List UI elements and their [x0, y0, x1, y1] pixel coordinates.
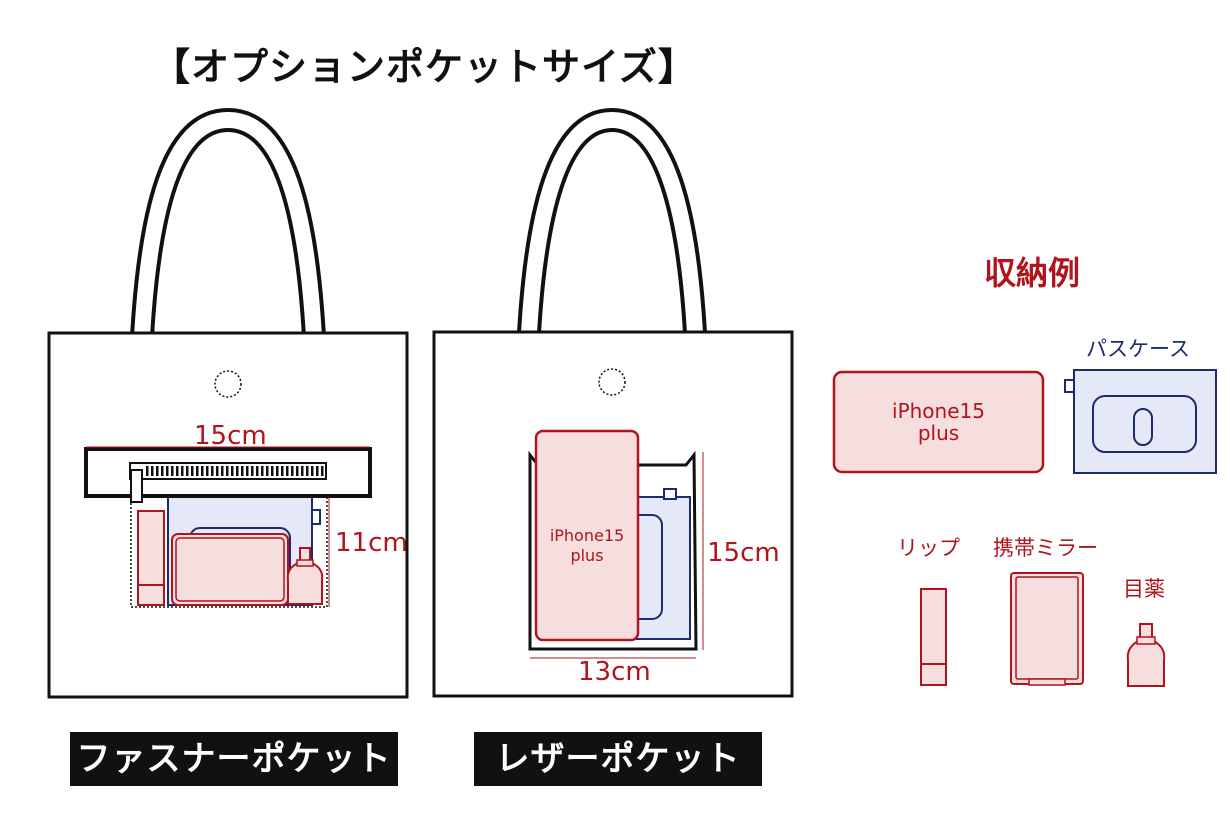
- zipper-tooth: [201, 466, 204, 476]
- middle-bag-snap: [598, 368, 626, 396]
- zipper-tooth: [196, 466, 199, 476]
- zipper-tooth: [171, 466, 174, 476]
- zipper-tooth: [231, 466, 234, 476]
- zipper-tooth: [211, 466, 214, 476]
- example-iphone-label: iPhone15 plus: [834, 400, 1043, 444]
- leather-pocket-phone: [534, 429, 640, 642]
- pocket-eye-drops: [286, 547, 324, 605]
- zipper-tooth: [186, 466, 189, 476]
- zipper-tooth: [151, 466, 154, 476]
- zipper-tooth: [156, 466, 159, 476]
- zipper-tooth: [206, 466, 209, 476]
- leather-phone-label: iPhone15 plus: [536, 526, 638, 566]
- fastener-height-label: 11cm: [335, 528, 408, 558]
- page-title: 【オプションポケットサイズ】: [152, 45, 697, 89]
- zipper-tooth: [176, 466, 179, 476]
- example-iphone-label-line2: plus: [917, 421, 960, 445]
- zipper-tooth: [306, 466, 309, 476]
- zipper-tooth: [276, 466, 279, 476]
- zipper-tooth: [271, 466, 274, 476]
- pocket-phone: [171, 533, 289, 606]
- zipper-tooth: [256, 466, 259, 476]
- zipper-tooth: [281, 466, 284, 476]
- leather-pocket-caption: レザーポケット: [474, 732, 762, 786]
- example-lip-label: リップ: [897, 536, 960, 560]
- example-eye-drops: [1126, 623, 1166, 687]
- leather-height-label: 15cm: [707, 538, 780, 568]
- example-pass-case-label: パスケース: [1086, 337, 1190, 361]
- zipper-tooth: [246, 466, 249, 476]
- zipper-tooth: [191, 466, 194, 476]
- leather-bag-illustration: [432, 107, 794, 698]
- fastener-width-label: 15cm: [194, 421, 267, 451]
- zipper-tooth: [296, 466, 299, 476]
- example-mirror: [1010, 572, 1084, 685]
- zipper-tooth: [291, 466, 294, 476]
- zipper-tooth: [146, 466, 149, 476]
- zipper-pull: [130, 469, 143, 503]
- left-bag-snap: [214, 370, 242, 398]
- pocket-lipstick: [137, 510, 165, 606]
- example-eye-drops-label: 目薬: [1123, 577, 1165, 601]
- zipper-tooth: [311, 466, 314, 476]
- example-lipstick: [920, 588, 947, 686]
- leather-width-label: 13cm: [578, 657, 651, 687]
- zipper-tooth: [321, 466, 324, 476]
- zipper-tooth: [316, 466, 319, 476]
- zipper-tooth: [301, 466, 304, 476]
- example-iphone: [832, 370, 1045, 474]
- zipper-tooth: [221, 466, 224, 476]
- storage-examples-illustration: [832, 369, 1217, 687]
- leather-phone-label-line2: plus: [570, 546, 604, 565]
- zipper-tooth: [241, 466, 244, 476]
- zipper-tooth: [181, 466, 184, 476]
- zipper-tooth: [261, 466, 264, 476]
- example-mirror-label: 携帯ミラー: [993, 536, 1098, 560]
- zipper-tooth: [226, 466, 229, 476]
- example-iphone-label-line1: iPhone15: [892, 399, 985, 423]
- leather-phone-label-line1: iPhone15: [549, 526, 625, 545]
- fastener-pocket-caption: ファスナーポケット: [70, 732, 398, 786]
- zipper-tooth: [251, 466, 254, 476]
- zipper-tooth: [286, 466, 289, 476]
- fastener-bag-illustration: [47, 107, 409, 699]
- zipper-tooth: [161, 466, 164, 476]
- example-pass-case: [1073, 369, 1217, 474]
- storage-examples-heading: 収納例: [984, 254, 1081, 292]
- zipper-tooth: [166, 466, 169, 476]
- zipper-tooth: [236, 466, 239, 476]
- zipper-tooth: [266, 466, 269, 476]
- zipper-tooth: [216, 466, 219, 476]
